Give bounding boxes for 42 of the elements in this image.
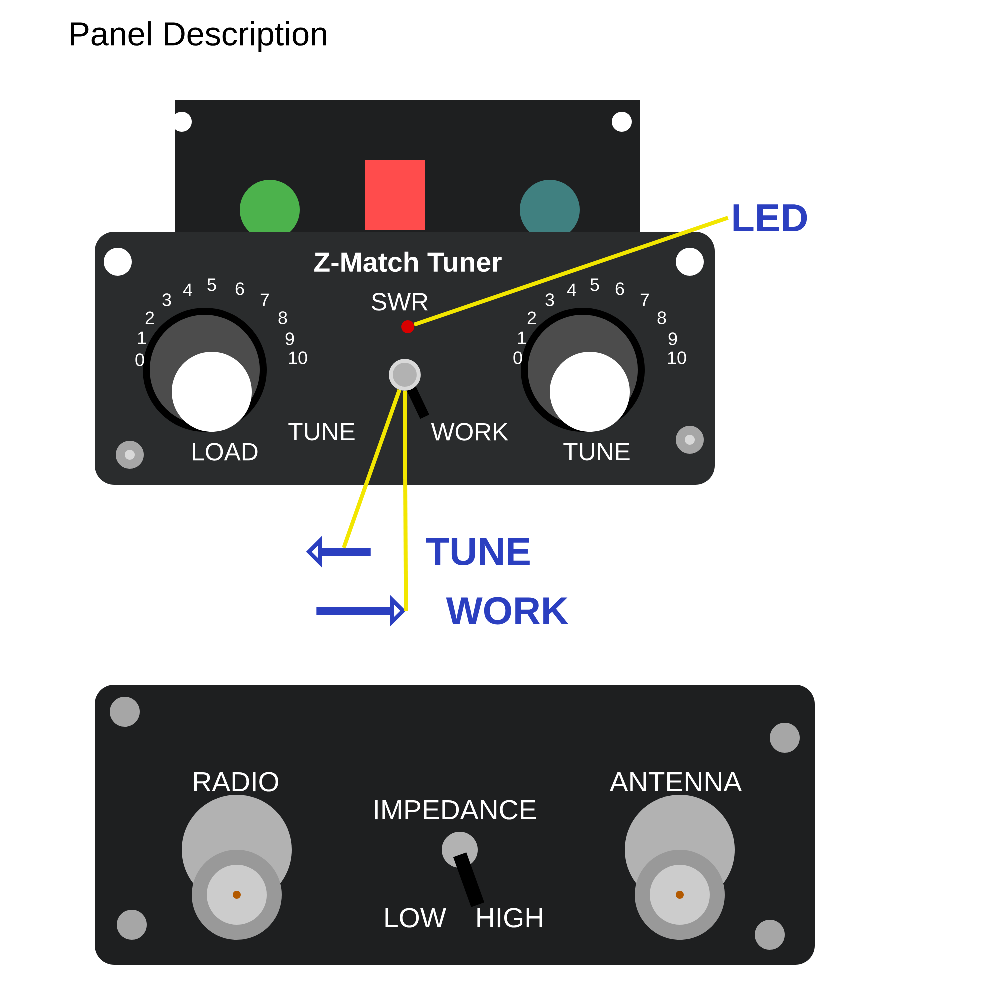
- callout-text: TUNE: [426, 538, 530, 566]
- dial-number: 2: [146, 312, 154, 324]
- led-light: [402, 320, 414, 334]
- dial-number: 2: [528, 312, 536, 324]
- toggle-switch: [389, 359, 430, 420]
- dial-number: 1: [518, 332, 526, 344]
- dial-number: 7: [640, 294, 650, 306]
- dial-number: 0: [136, 354, 144, 366]
- dial-number: 8: [658, 312, 666, 324]
- leader-line: [403, 390, 408, 612]
- panel-label: ANTENNA: [610, 772, 742, 792]
- panel-title: Z-Match Tuner: [314, 252, 502, 272]
- dial-number: 3: [546, 294, 554, 306]
- panel-label: WORK: [431, 423, 508, 441]
- leader-line: [342, 389, 402, 549]
- dial-number: 4: [567, 284, 576, 296]
- dial-number: 3: [162, 294, 172, 306]
- panel-label: TUNE: [564, 443, 630, 461]
- dial-number: 5: [208, 278, 216, 292]
- leader-line: [414, 216, 729, 327]
- dial-number: 10: [668, 352, 686, 364]
- panel-label: IMPEDANCE: [375, 800, 536, 820]
- panel-label: SWR: [372, 293, 428, 311]
- callout-text: WORK: [446, 597, 569, 625]
- dial-number: 9: [668, 332, 678, 346]
- panel-label: RADIO: [194, 772, 278, 792]
- callout-text: LED: [734, 204, 808, 232]
- dial-number: 0: [514, 352, 522, 364]
- dial-number: 7: [260, 294, 270, 306]
- title: Panel Description: [71, 22, 326, 52]
- dial-number: 5: [590, 278, 600, 292]
- panel-label: LOAD: [193, 443, 258, 461]
- dial-number: 10: [289, 352, 308, 364]
- dial-number: 9: [286, 332, 294, 346]
- dial-number: 4: [183, 284, 192, 296]
- panel-label: HIGH: [478, 908, 542, 928]
- dial-number: 6: [236, 282, 244, 296]
- dial-number: 8: [278, 312, 288, 324]
- panel-label: LOW: [386, 908, 446, 928]
- panel-label: TUNE: [288, 423, 355, 441]
- dial-number: 6: [616, 282, 624, 296]
- dial-number: 1: [138, 332, 146, 344]
